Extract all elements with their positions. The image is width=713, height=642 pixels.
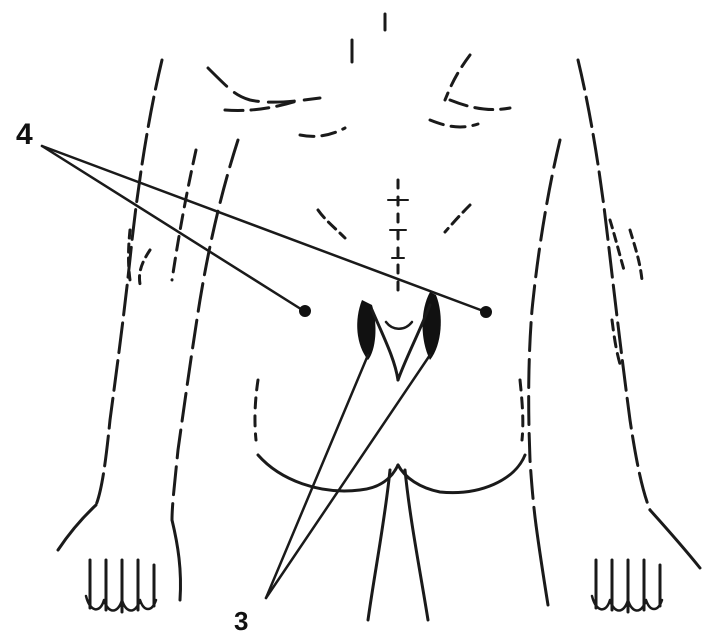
genital-region	[357, 292, 441, 380]
right-dark-mass	[423, 292, 441, 360]
target-point-left	[480, 306, 492, 318]
chest-outline	[208, 14, 510, 238]
right-arm	[58, 60, 238, 612]
label-3: 3	[234, 608, 248, 634]
abdomen-midline	[388, 180, 408, 290]
left-arm	[529, 60, 700, 612]
pointer-lines-4	[42, 146, 492, 318]
label-4: 4	[16, 120, 33, 150]
target-point-right	[299, 305, 311, 317]
